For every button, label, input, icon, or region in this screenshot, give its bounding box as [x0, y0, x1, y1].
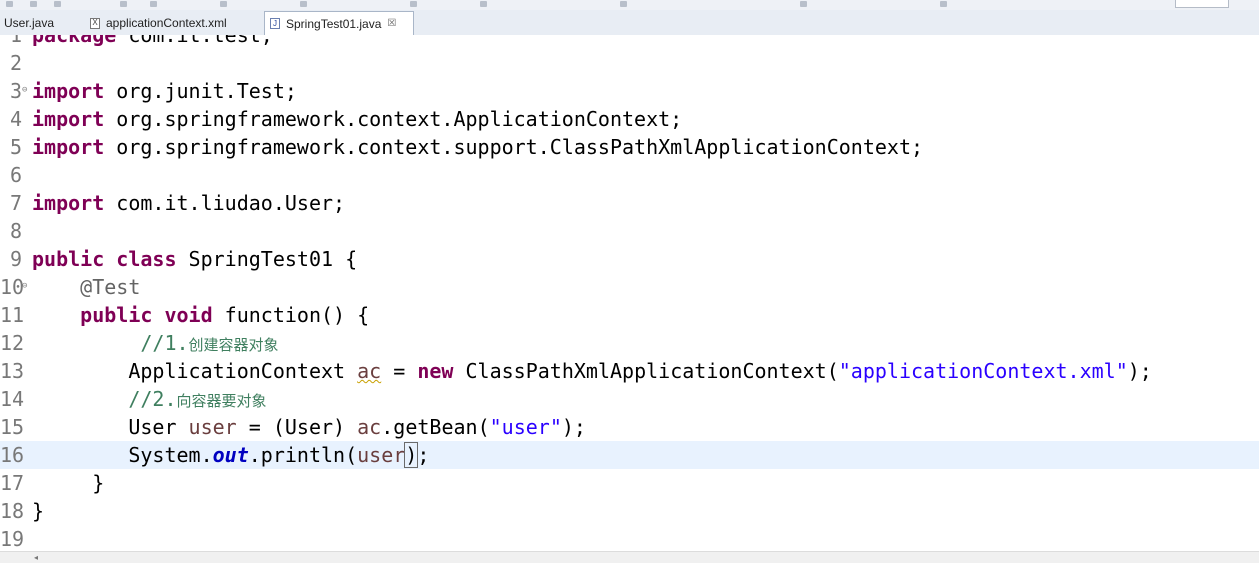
tab-springtest01-java[interactable]: J SpringTest01.java ☒ — [264, 11, 414, 35]
code-line: 19 — [0, 525, 1259, 551]
line-number: 9 — [9, 247, 22, 271]
code-text: public void function() { — [80, 303, 370, 327]
code-line: 2 — [0, 49, 1259, 77]
code-text: //2.向容器要对象 — [128, 387, 267, 411]
code-line: 5 import org.springframework.context.sup… — [0, 133, 1259, 161]
toolbar-icon[interactable] — [300, 1, 307, 7]
code-line: 17 } — [0, 469, 1259, 497]
code-line: 12 //1.创建容器对象 — [0, 329, 1259, 357]
java-file-icon: J — [270, 18, 280, 29]
line-number: 6 — [9, 163, 22, 187]
code-text: import org.springframework.context.suppo… — [32, 135, 924, 159]
code-text: } — [32, 499, 45, 523]
line-number: 17 — [0, 471, 25, 495]
code-text: public class SpringTest01 { — [32, 247, 358, 271]
code-line: 4 import org.springframework.context.App… — [0, 105, 1259, 133]
toolbar-icon[interactable] — [620, 1, 627, 7]
code-line: 3 ⊖ import org.junit.Test; — [0, 77, 1259, 105]
code-text: ApplicationContext ac = new ClassPathXml… — [32, 359, 1152, 383]
xml-file-icon: X — [90, 17, 100, 29]
line-number: 12 — [0, 331, 25, 355]
line-number: 18 — [0, 499, 25, 523]
line-number: 11 — [0, 303, 25, 327]
tab-label: SpringTest01.java — [286, 16, 382, 31]
code-text: package com.it.test; — [32, 35, 273, 47]
fold-toggle-icon[interactable]: ⊖ — [22, 85, 28, 95]
toolbar-icon[interactable] — [54, 1, 61, 7]
scroll-left-icon[interactable]: ◂ — [34, 553, 39, 562]
line-number: 14 — [0, 387, 25, 411]
tab-user-java[interactable]: User.java — [0, 12, 84, 34]
horizontal-scrollbar[interactable]: ◂ — [0, 551, 1259, 563]
code-line-current: 16 System.out.println(user); — [0, 441, 1259, 469]
code-text: import com.it.liudao.User; — [32, 191, 346, 215]
code-line: 8 — [0, 217, 1259, 245]
code-text: import org.junit.Test; — [32, 79, 297, 103]
code-line: 13 ApplicationContext ac = new ClassPath… — [0, 357, 1259, 385]
line-number: 16 — [0, 443, 25, 467]
code-text: User user = (User) ac.getBean("user"); — [32, 415, 586, 439]
code-editor[interactable]: 1 package com.it.test; 2 3 ⊖ import org.… — [0, 35, 1259, 551]
line-number: 13 — [0, 359, 25, 383]
tab-label: User.java — [4, 16, 55, 30]
toolbar-icon[interactable] — [6, 1, 13, 7]
toolbar-icon[interactable] — [800, 1, 807, 7]
tab-label: applicationContext.xml — [106, 16, 227, 30]
code-line: 1 package com.it.test; — [0, 35, 1259, 49]
editor-tab-bar: User.java X applicationContext.xml J Spr… — [0, 10, 1259, 36]
code-line: 10 ⊖ @Test — [0, 273, 1259, 301]
code-line: 15 User user = (User) ac.getBean("user")… — [0, 413, 1259, 441]
toolbar-icon[interactable] — [410, 1, 417, 7]
line-number: 10 — [0, 275, 25, 299]
code-line: 14 //2.向容器要对象 — [0, 385, 1259, 413]
line-number: 15 — [0, 415, 25, 439]
code-line: 6 — [0, 161, 1259, 189]
line-number: 4 — [9, 107, 22, 131]
code-line: 9 public class SpringTest01 { — [0, 245, 1259, 273]
toolbar-icon[interactable] — [150, 1, 157, 7]
line-number: 2 — [9, 51, 22, 75]
toolbar-icon[interactable] — [480, 1, 487, 7]
toolbar-icon[interactable] — [30, 1, 37, 7]
code-text: System.out.println(user); — [32, 442, 430, 468]
code-line: 7 import com.it.liudao.User; — [0, 189, 1259, 217]
quick-access-box[interactable] — [1175, 0, 1229, 8]
code-text: //1.创建容器对象 — [140, 331, 279, 355]
code-text: import org.springframework.context.Appli… — [32, 107, 683, 131]
fold-toggle-icon[interactable]: ⊖ — [22, 281, 28, 291]
tab-application-context-xml[interactable]: X applicationContext.xml — [84, 12, 264, 34]
line-number: 8 — [9, 219, 22, 243]
toolbar-icon[interactable] — [220, 1, 227, 7]
line-number: 19 — [0, 527, 25, 551]
code-text: @Test — [80, 275, 141, 299]
code-line: 11 public void function() { — [0, 301, 1259, 329]
code-text: } — [32, 471, 105, 495]
code-line: 18 } — [0, 497, 1259, 525]
line-number: 3 — [9, 79, 22, 103]
toolbar-icon[interactable] — [120, 1, 127, 7]
line-number: 7 — [9, 191, 22, 215]
toolbar-icon[interactable] — [940, 1, 947, 7]
line-number: 1 — [9, 35, 22, 47]
line-number: 5 — [9, 135, 22, 159]
close-icon[interactable]: ☒ — [387, 18, 397, 29]
